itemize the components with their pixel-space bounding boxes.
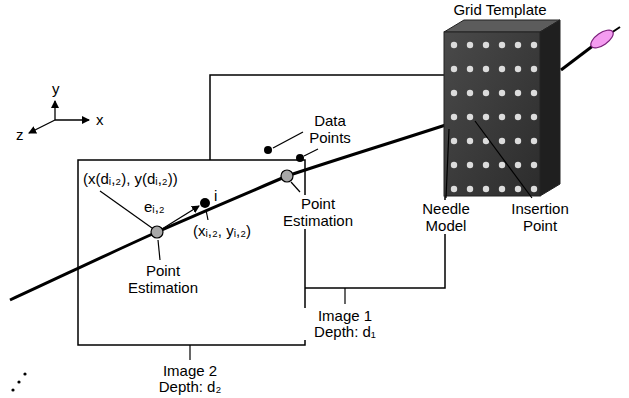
text-label: eᵢ,₂ [143,198,166,215]
grid-hole [467,114,473,120]
grid-template [444,20,560,196]
needle-curve [10,117,470,300]
grid-hole [499,114,505,120]
grid-hole [483,90,489,96]
text-label: Point Estimation [279,195,357,229]
leader-line [304,149,318,156]
grid-hole [515,162,521,168]
grid-hole [515,114,521,120]
text-label: Insertion Point [505,200,575,234]
grid-hole [515,138,521,144]
grid-hole [451,114,457,120]
needle-handle [588,27,616,52]
text-label: Data Points [304,112,356,146]
data-point [200,198,210,208]
leader-line [446,129,449,198]
grid-hole [499,42,505,48]
grid-hole [467,90,473,96]
grid-hole [499,66,505,72]
grid-hole [515,186,521,192]
grid-hole [467,186,473,192]
text-label: (xᵢ,₂, yᵢ,₂) [192,222,252,239]
text-label: x [95,111,105,128]
leader-line [344,288,345,304]
grid-hole [483,114,489,120]
text-label: Needle Model [418,200,474,234]
grid-hole [499,90,505,96]
grid-hole [451,138,457,144]
grid-hole [483,42,489,48]
text-label: y [51,80,61,97]
grid-hole [531,114,537,120]
grid-hole [531,186,537,192]
grid-hole [515,90,521,96]
text-label: (x(dᵢ,₂), y(dᵢ,₂)) [82,170,179,187]
text-label: Image 2 Depth: d₂ [149,363,231,395]
grid-hole [515,66,521,72]
data-point [264,146,272,154]
text-label: Point Estimation [124,262,202,296]
leader-line [158,240,160,260]
grid-hole [467,162,473,168]
grid-hole [499,138,505,144]
grid-hole [499,186,505,192]
grid-hole [451,162,457,168]
leader-line [206,210,208,220]
grid-hole [467,66,473,72]
grid-hole [531,66,537,72]
leader-line [291,182,300,192]
leader-line [475,121,532,198]
grid-hole [483,186,489,192]
grid-hole [531,90,537,96]
point-estimation [151,226,163,238]
grid-hole [531,162,537,168]
axes-symbol [29,101,89,133]
leader-line [273,132,303,148]
ellipsis-dots [11,372,26,391]
grid-hole [483,66,489,72]
text-label: z [15,126,25,143]
text-label: Grid Template [440,1,560,18]
data-point [296,154,304,162]
leader-line [189,345,190,360]
needle-shaft [561,45,594,70]
grid-hole [515,42,521,48]
grid-hole [451,66,457,72]
grid-hole [467,138,473,144]
point-estimation [281,170,293,182]
grid-hole [483,162,489,168]
text-label: Image 1 Depth: d₁ [304,308,386,340]
grid-hole [451,186,457,192]
grid-hole [451,90,457,96]
grid-hole [531,42,537,48]
text-label: i [213,187,218,204]
grid-hole [499,162,505,168]
grid-hole [451,42,457,48]
grid-hole [467,42,473,48]
grid-hole [531,138,537,144]
